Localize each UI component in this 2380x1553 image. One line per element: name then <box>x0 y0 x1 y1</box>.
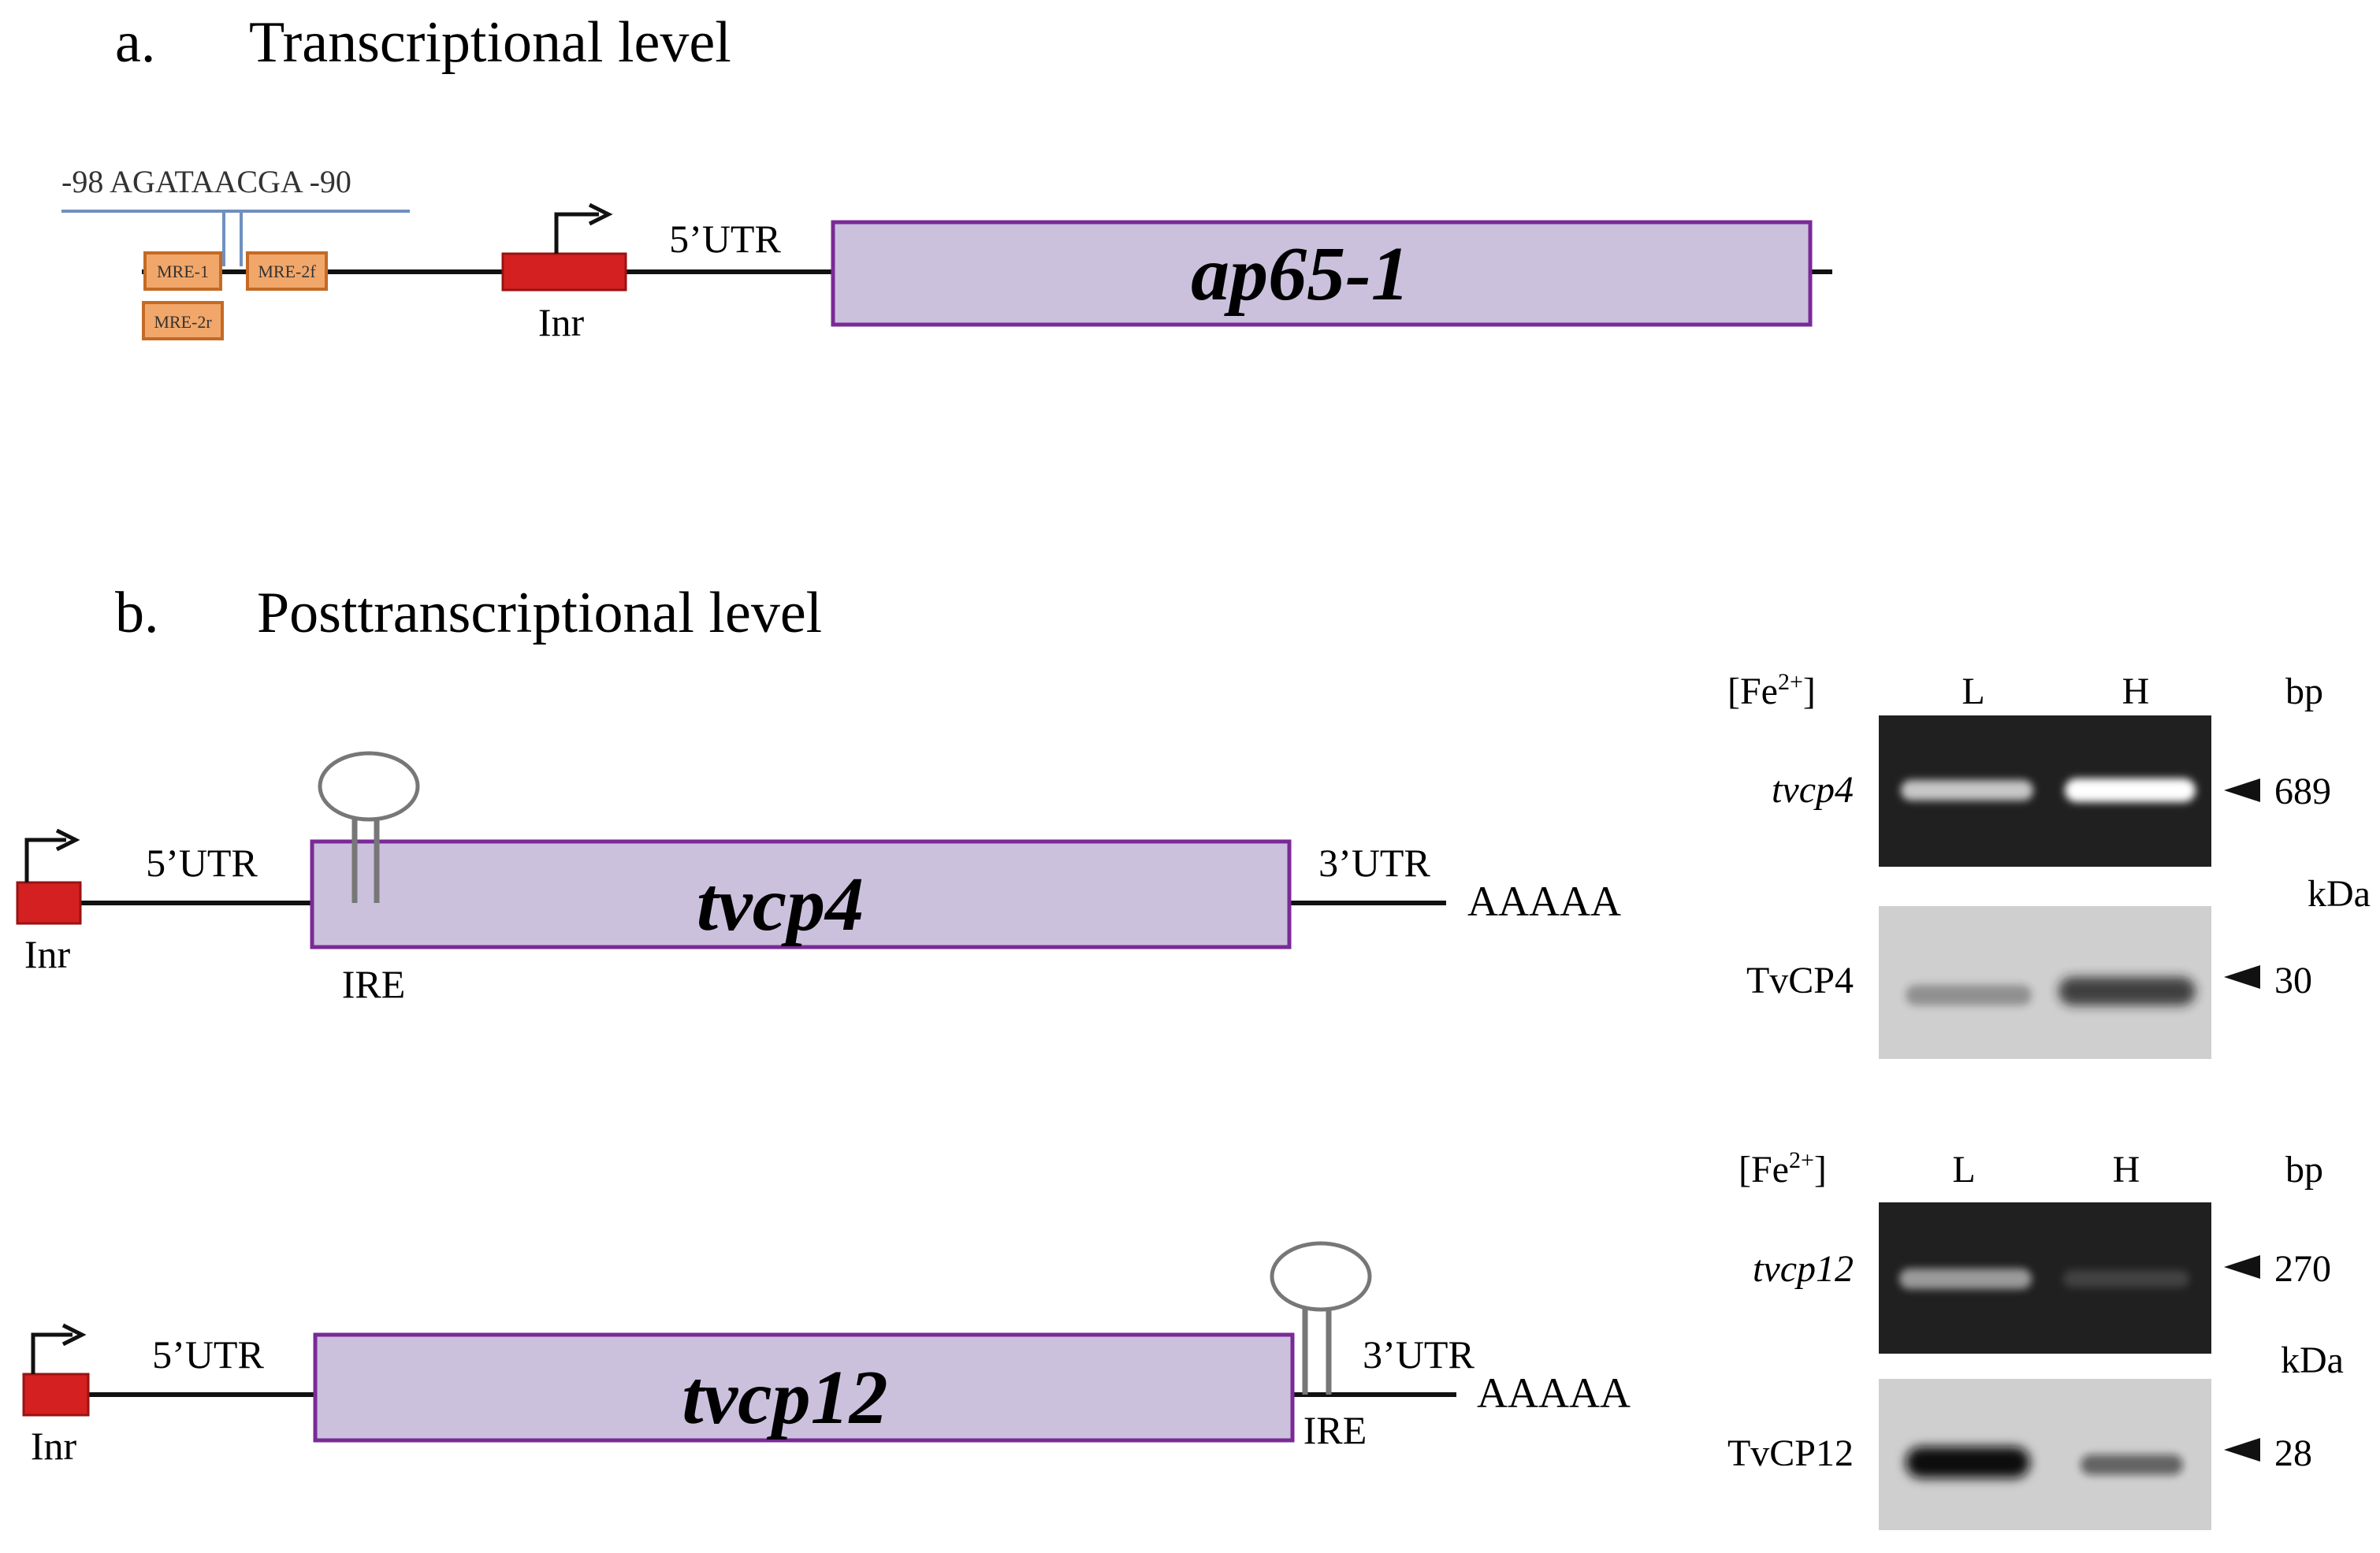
size-marker-arrow-icon <box>2224 1438 2260 1462</box>
section-b-title: Posttranscriptional level <box>257 581 822 645</box>
utr3-label: 3’UTR <box>1363 1332 1474 1377</box>
section-b-letter: b. <box>115 581 159 645</box>
rna-band-low <box>1901 780 2033 801</box>
gene-name-ap65-1: ap65-1 <box>1191 232 1410 317</box>
protein-label: TvCP4 <box>1746 960 1854 1001</box>
mre-2f-box <box>246 251 328 291</box>
inr-label: Inr <box>24 932 71 976</box>
mre-1-label: MRE-1 <box>157 262 209 281</box>
protein-label: TvCP12 <box>1727 1432 1854 1474</box>
protein-band-low <box>1906 1447 2030 1478</box>
mre-2r-label: MRE-2r <box>154 312 212 332</box>
mre-2f-label: MRE-2f <box>258 262 316 281</box>
rna-band-high <box>2065 778 2196 802</box>
protein-band-low <box>1906 985 2032 1005</box>
section-a: a. Transcriptional level -98 AGATAACGA -… <box>61 10 1832 344</box>
gene-box-tvcp4 <box>310 839 1292 949</box>
lane-label-high: H <box>2113 1149 2140 1191</box>
mre-sequence: -98 AGATAACGA -90 <box>61 164 351 199</box>
size-marker-arrow-icon <box>2224 1255 2260 1279</box>
rna-label: tvcp12 <box>1753 1248 1854 1290</box>
polya-label: AAAAA <box>1467 878 1621 925</box>
utr5-label: 5’UTR <box>669 217 781 261</box>
protein-size-label: 30 <box>2274 960 2312 1001</box>
section-a-letter: a. <box>115 10 155 75</box>
construct-tvcp12: Inr 5’UTR tvcp12 IRE 3’UTR AAAAA <box>22 1241 1631 1468</box>
rna-band-high <box>2063 1270 2189 1287</box>
inr-box <box>16 881 82 925</box>
inr-label: Inr <box>538 300 585 344</box>
utr3-label: 3’UTR <box>1318 841 1430 885</box>
mre-2r-box <box>142 301 224 340</box>
inr-box <box>501 252 627 292</box>
tss-arrowhead-icon <box>61 1323 87 1347</box>
rna-label: tvcp4 <box>1772 769 1854 811</box>
polya-label: AAAAA <box>1477 1369 1631 1417</box>
gel-panel-tvcp4: [Fe2+] L H bp tvcp4 689 kDa TvCP4 30 <box>1727 669 2371 1059</box>
size-marker-arrow-icon <box>2224 778 2260 802</box>
gel-panel-tvcp12: [Fe2+] L H bp tvcp12 270 kDa TvCP12 28 <box>1727 1147 2344 1530</box>
lane-label-high: H <box>2122 671 2150 712</box>
section-b: b. Posttranscriptional level Inr 5’UTR t… <box>16 581 1631 1468</box>
mre-1-box <box>143 251 222 291</box>
iron-condition-label: [Fe2+] <box>1727 669 1816 712</box>
ire-label: IRE <box>1303 1408 1367 1452</box>
gene-box-tvcp12 <box>313 1332 1295 1443</box>
unit-kda-label: kDa <box>2307 873 2371 915</box>
tss-arrow-icon <box>24 838 66 882</box>
lane-label-low: L <box>1962 671 1984 712</box>
protein-band-high <box>2058 977 2196 1005</box>
rna-band-low <box>1899 1269 2032 1289</box>
protein-size-label: 28 <box>2274 1432 2312 1474</box>
tss-arrow-icon <box>554 212 599 254</box>
utr5-label: 5’UTR <box>152 1332 264 1377</box>
size-marker-arrow-icon <box>2224 965 2260 989</box>
inr-label: Inr <box>31 1424 77 1468</box>
tss-arrowhead-icon <box>588 202 613 226</box>
protein-band-high <box>2081 1455 2183 1475</box>
gene-name-tvcp4: tvcp4 <box>697 862 864 947</box>
rna-size-label: 270 <box>2274 1248 2331 1290</box>
lane-label-low: L <box>1952 1149 1975 1191</box>
ire-loop-icon <box>1270 1241 1372 1312</box>
inr-box <box>22 1373 90 1417</box>
gene-box-ap65-1 <box>831 220 1813 327</box>
utr5-label: 5’UTR <box>146 841 258 885</box>
ire-loop-icon <box>318 751 420 822</box>
gene-name-tvcp12: tvcp12 <box>682 1355 887 1440</box>
iron-condition-label: [Fe2+] <box>1739 1147 1827 1191</box>
section-a-title: Transcriptional level <box>249 10 731 75</box>
unit-kda-label: kDa <box>2281 1339 2344 1381</box>
unit-bp-label: bp <box>2285 671 2323 712</box>
sequence-bracket <box>61 210 410 266</box>
tss-arrowhead-icon <box>55 828 80 852</box>
construct-tvcp4: Inr 5’UTR tvcp4 IRE 3’UTR AAAAA <box>16 751 1621 1006</box>
unit-bp-label: bp <box>2285 1149 2323 1191</box>
ire-label: IRE <box>342 962 406 1006</box>
tss-arrow-icon <box>31 1332 73 1374</box>
rna-size-label: 689 <box>2274 771 2331 812</box>
